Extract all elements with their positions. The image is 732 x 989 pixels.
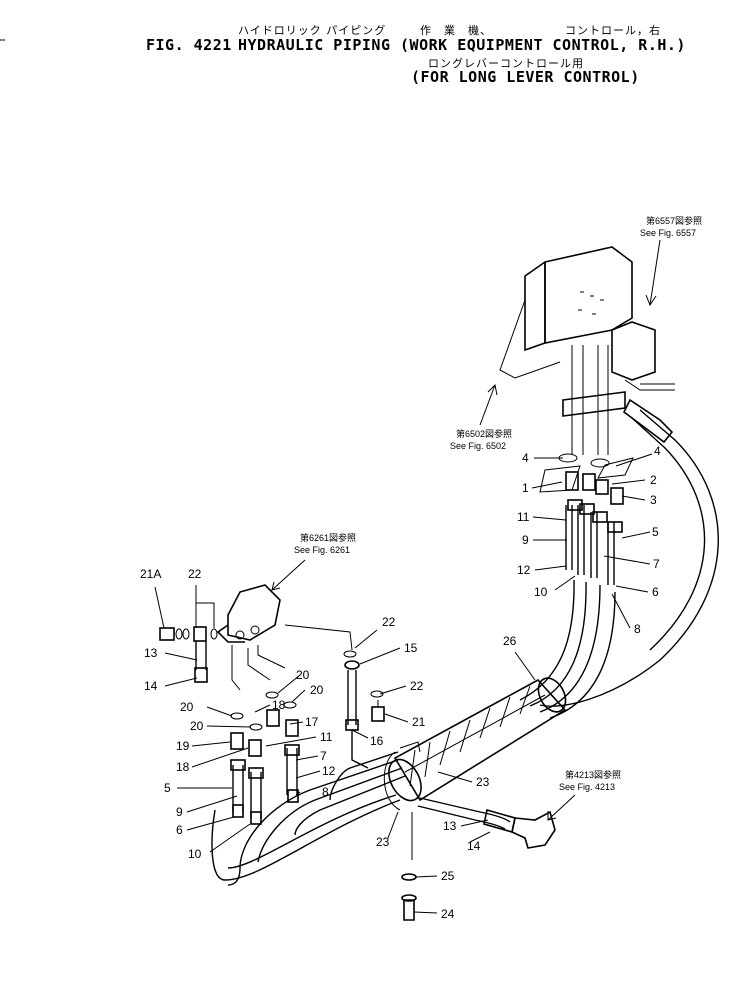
callout-7-right: 7 [653, 557, 660, 571]
ref-6557-en: See Fig. 6557 [640, 228, 696, 238]
callout-6-left: 6 [176, 823, 183, 837]
ref-4213-jp: 第4213図参照 [565, 769, 621, 780]
callout-13-bottom: 13 [443, 819, 457, 833]
callout-3: 3 [650, 493, 657, 507]
title-jp-control-rh: コントロール，右 [565, 24, 661, 37]
ref-6261-jp: 第6261図参照 [300, 532, 356, 543]
callout-18-upper: 18 [272, 698, 286, 712]
hose-clamp-assembly [383, 741, 421, 921]
callout-11-right: 11 [517, 510, 530, 524]
callout-14-left: 14 [144, 679, 158, 693]
callout-10-right: 10 [534, 585, 548, 599]
callout-9-right: 9 [522, 533, 529, 547]
callout-4-left: 4 [522, 451, 529, 465]
callout-12-right: 12 [517, 563, 531, 577]
callout-20-b: 20 [190, 719, 204, 733]
callout-22-middle: 22 [382, 615, 396, 629]
callout-11-left: 11 [320, 730, 333, 744]
callout-26: 26 [503, 634, 517, 648]
ref-arrow-6261 [271, 559, 306, 591]
callout-24: 24 [441, 907, 455, 921]
middle-fittings [343, 650, 385, 769]
ref-arrow-6557 [645, 239, 661, 307]
subtitle-jp: ロングレバーコントロール用 [428, 57, 584, 70]
callout-23-bottom: 23 [376, 835, 390, 849]
callout-20-c: 20 [296, 668, 310, 682]
ref-6261-en: See Fig. 6261 [294, 545, 350, 555]
ref-4213-en: See Fig. 4213 [559, 782, 615, 792]
callout-25: 25 [441, 869, 455, 883]
hose-bundle-right [519, 579, 616, 719]
leader-lines [154, 453, 653, 914]
hose-fitting-upper [622, 398, 674, 444]
ref-6502-jp: 第6502図参照 [456, 428, 512, 439]
figure-subtitle: (FOR LONG LEVER CONTROL) [411, 68, 640, 86]
title-jp-piping: ハイドロリック パイピング [238, 24, 387, 37]
hose-to-valve-4213 [417, 797, 556, 849]
callout-2: 2 [650, 473, 657, 487]
figure-title: HYDRAULIC PIPING (WORK EQUIPMENT CONTROL… [238, 36, 686, 54]
callout-20-d: 20 [310, 683, 324, 697]
callout-23-right: 23 [476, 775, 490, 789]
callout-9-left: 9 [176, 805, 183, 819]
callout-10-left: 10 [188, 847, 202, 861]
title-jp-work-equipment: 作 業 機、 [420, 24, 492, 37]
callout-21a: 21A [140, 567, 161, 581]
callout-5-left: 5 [164, 781, 171, 795]
callout-8-left: 8 [322, 785, 329, 799]
ref-6557-jp: 第6557図参照 [646, 215, 702, 226]
callout-4-right: 4 [654, 444, 661, 458]
pilot-valve-block [216, 584, 353, 691]
callout-13-left: 13 [144, 646, 158, 660]
return-hose-right-inner [631, 417, 706, 651]
callout-15: 15 [404, 641, 418, 655]
left-fittings [159, 626, 300, 825]
ref-6502-en: See Fig. 6502 [450, 441, 506, 451]
callout-20-a: 20 [180, 700, 194, 714]
control-valve-block [499, 246, 675, 455]
callout-1: 1 [522, 481, 529, 495]
callout-12-left: 12 [322, 764, 336, 778]
hose-bundle-left [211, 751, 406, 886]
callout-19: 19 [176, 739, 190, 753]
return-hose-right [539, 409, 719, 707]
figure-number: FIG. 4221 [146, 36, 232, 54]
callout-5-right: 5 [652, 525, 659, 539]
callout-18-lower: 18 [176, 760, 190, 774]
callout-14-bottom: 14 [467, 839, 481, 853]
ref-arrow-4213 [547, 794, 576, 821]
ref-arrow-6502 [479, 383, 498, 426]
callout-21: 21 [412, 715, 426, 729]
callout-22-top-left: 22 [188, 567, 202, 581]
callout-17: 17 [305, 715, 319, 729]
callout-22-right: 22 [410, 679, 424, 693]
callout-16: 16 [370, 734, 384, 748]
valve-side-fittings [539, 453, 634, 585]
callout-7-left: 7 [320, 749, 327, 763]
callout-6-right: 6 [652, 585, 659, 599]
callout-labels: 4 4 2 1 3 11 5 9 7 12 10 6 8 26 21A 22 1… [140, 444, 661, 921]
callout-8-right: 8 [634, 622, 641, 636]
